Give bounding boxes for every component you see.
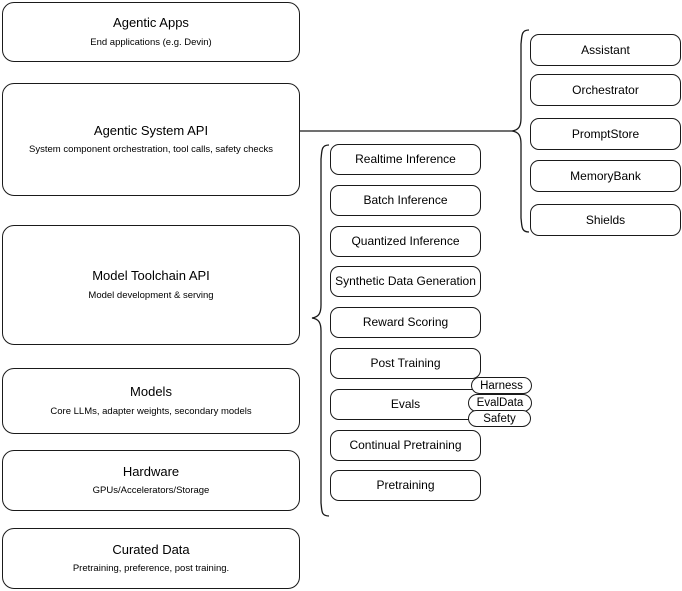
layer-agentic-system-api[interactable]: Agentic System API System component orch… <box>2 83 300 196</box>
system-item-memorybank[interactable]: MemoryBank <box>530 160 681 192</box>
toolchain-item-realtime-inference[interactable]: Realtime Inference <box>330 144 481 175</box>
layer-model-toolchain-api[interactable]: Model Toolchain API Model development & … <box>2 225 300 345</box>
eval-badge-label: Safety <box>483 412 516 425</box>
eval-badge-safety[interactable]: Safety <box>468 410 531 427</box>
toolchain-item-label: Continual Pretraining <box>349 438 462 452</box>
system-item-label: PromptStore <box>571 126 640 141</box>
system-item-label: Assistant <box>581 42 630 57</box>
layer-models[interactable]: Models Core LLMs, adapter weights, secon… <box>2 368 300 434</box>
eval-badge-label: EvalData <box>476 397 524 409</box>
layer-subtitle: Model development & serving <box>88 289 214 301</box>
toolchain-item-label: Reward Scoring <box>362 315 449 329</box>
layer-title: Agentic Apps <box>113 15 189 31</box>
brace-system-components <box>511 29 530 233</box>
toolchain-item-label: Pretraining <box>376 478 435 492</box>
layer-title: Models <box>130 384 172 400</box>
eval-badge-label: Harness <box>480 379 523 392</box>
system-item-label: Shields <box>585 212 626 227</box>
toolchain-item-evals[interactable]: Evals <box>330 389 481 420</box>
layer-title: Curated Data <box>112 541 190 557</box>
eval-badge-harness[interactable]: Harness <box>471 377 532 394</box>
toolchain-item-reward-scoring[interactable]: Reward Scoring <box>330 307 481 338</box>
layer-title: Model Toolchain API <box>92 268 210 284</box>
toolchain-item-continual-pretraining[interactable]: Continual Pretraining <box>330 430 481 461</box>
toolchain-item-post-training[interactable]: Post Training <box>330 348 481 379</box>
toolchain-item-label: Realtime Inference <box>355 152 456 166</box>
toolchain-item-synthetic-data-generation[interactable]: Synthetic Data Generation <box>330 266 481 297</box>
toolchain-item-label: Synthetic Data Generation <box>335 274 476 288</box>
toolchain-item-pretraining[interactable]: Pretraining <box>330 470 481 501</box>
toolchain-item-label: Quantized Inference <box>351 234 460 248</box>
layer-curated-data[interactable]: Curated Data Pretraining, preference, po… <box>2 528 300 589</box>
toolchain-item-quantized-inference[interactable]: Quantized Inference <box>330 226 481 257</box>
layer-hardware[interactable]: Hardware GPUs/Accelerators/Storage <box>2 450 300 511</box>
layer-subtitle: Core LLMs, adapter weights, secondary mo… <box>50 405 252 417</box>
brace-toolchain-components <box>311 144 330 517</box>
toolchain-item-label: Evals <box>390 397 421 411</box>
system-item-promptstore[interactable]: PromptStore <box>530 118 681 150</box>
layer-subtitle: End applications (e.g. Devin) <box>90 36 212 48</box>
toolchain-item-batch-inference[interactable]: Batch Inference <box>330 185 481 216</box>
system-item-label: Orchestrator <box>572 82 639 97</box>
toolchain-item-label: Post Training <box>370 356 441 370</box>
layer-subtitle: System component orchestration, tool cal… <box>29 144 273 156</box>
layer-subtitle: GPUs/Accelerators/Storage <box>92 485 210 497</box>
layer-agentic-apps[interactable]: Agentic Apps End applications (e.g. Devi… <box>2 2 300 62</box>
system-item-shields[interactable]: Shields <box>530 204 681 236</box>
toolchain-item-label: Batch Inference <box>363 193 448 207</box>
layer-title: Hardware <box>122 463 180 479</box>
system-item-label: MemoryBank <box>570 168 641 183</box>
layer-subtitle: Pretraining, preference, post training. <box>72 563 230 575</box>
system-item-orchestrator[interactable]: Orchestrator <box>530 74 681 106</box>
system-item-assistant[interactable]: Assistant <box>530 34 681 66</box>
layer-title: Agentic System API <box>93 122 209 138</box>
